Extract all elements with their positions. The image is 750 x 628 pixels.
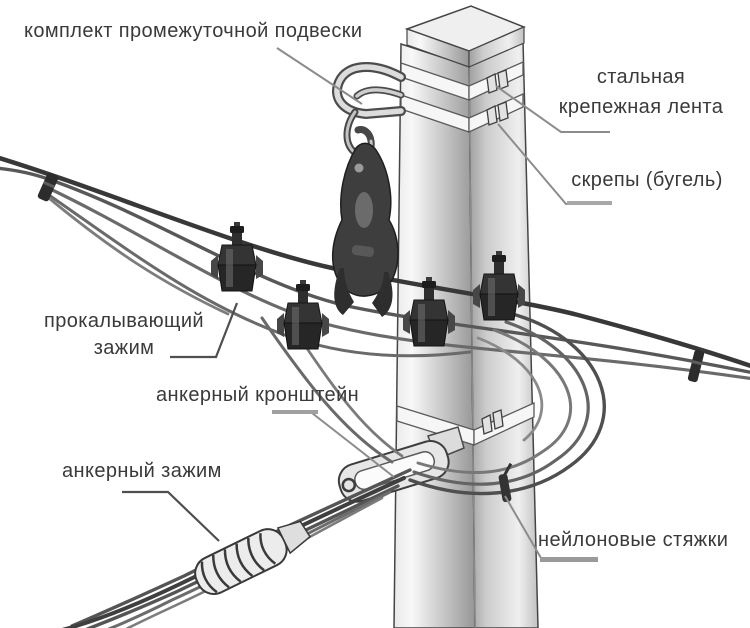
leader-underline — [540, 557, 598, 562]
label-steel-band-line1: стальная — [596, 66, 686, 88]
label-piercing-line1: прокалывающий — [44, 310, 204, 332]
piercing-clamp — [276, 279, 330, 350]
leader-steel-band — [495, 85, 610, 133]
leader-underline — [272, 410, 318, 414]
band-buckles — [486, 69, 509, 126]
cable-ties — [37, 172, 705, 503]
label-buckles: скрепы (бугель) — [571, 169, 723, 191]
leader-piercing-clamp — [170, 302, 239, 359]
label-steel-band: стальная крепежная лента — [548, 62, 734, 122]
label-anchor-bracket: анкерный кронштейн — [156, 384, 360, 406]
cable-tie — [37, 172, 59, 202]
suspension-bracket — [332, 62, 406, 159]
label-piercing-clamp: прокалывающий зажим — [28, 308, 220, 362]
anchor-clamp-device — [194, 520, 312, 595]
leader-anchor-clamp — [122, 490, 220, 542]
label-piercing-line2: зажим — [93, 337, 155, 359]
nylon-tie — [498, 462, 513, 503]
leader-underline — [567, 201, 612, 205]
label-suspension-kit: комплект промежуточной подвески — [24, 20, 363, 42]
suspension-clamp — [331, 142, 399, 317]
cable-tie — [687, 349, 705, 383]
leader-lines — [122, 47, 612, 562]
leader-anchor-bracket — [311, 412, 395, 478]
label-steel-band-line2: крепежная лента — [558, 96, 724, 118]
label-nylon-ties: нейлоновые стяжки — [538, 529, 729, 551]
leader-nylon-ties — [504, 495, 542, 559]
lower-band-buckles — [481, 409, 504, 435]
label-anchor-clamp: анкерный зажим — [62, 460, 222, 482]
leader-suspension-kit — [276, 47, 363, 105]
